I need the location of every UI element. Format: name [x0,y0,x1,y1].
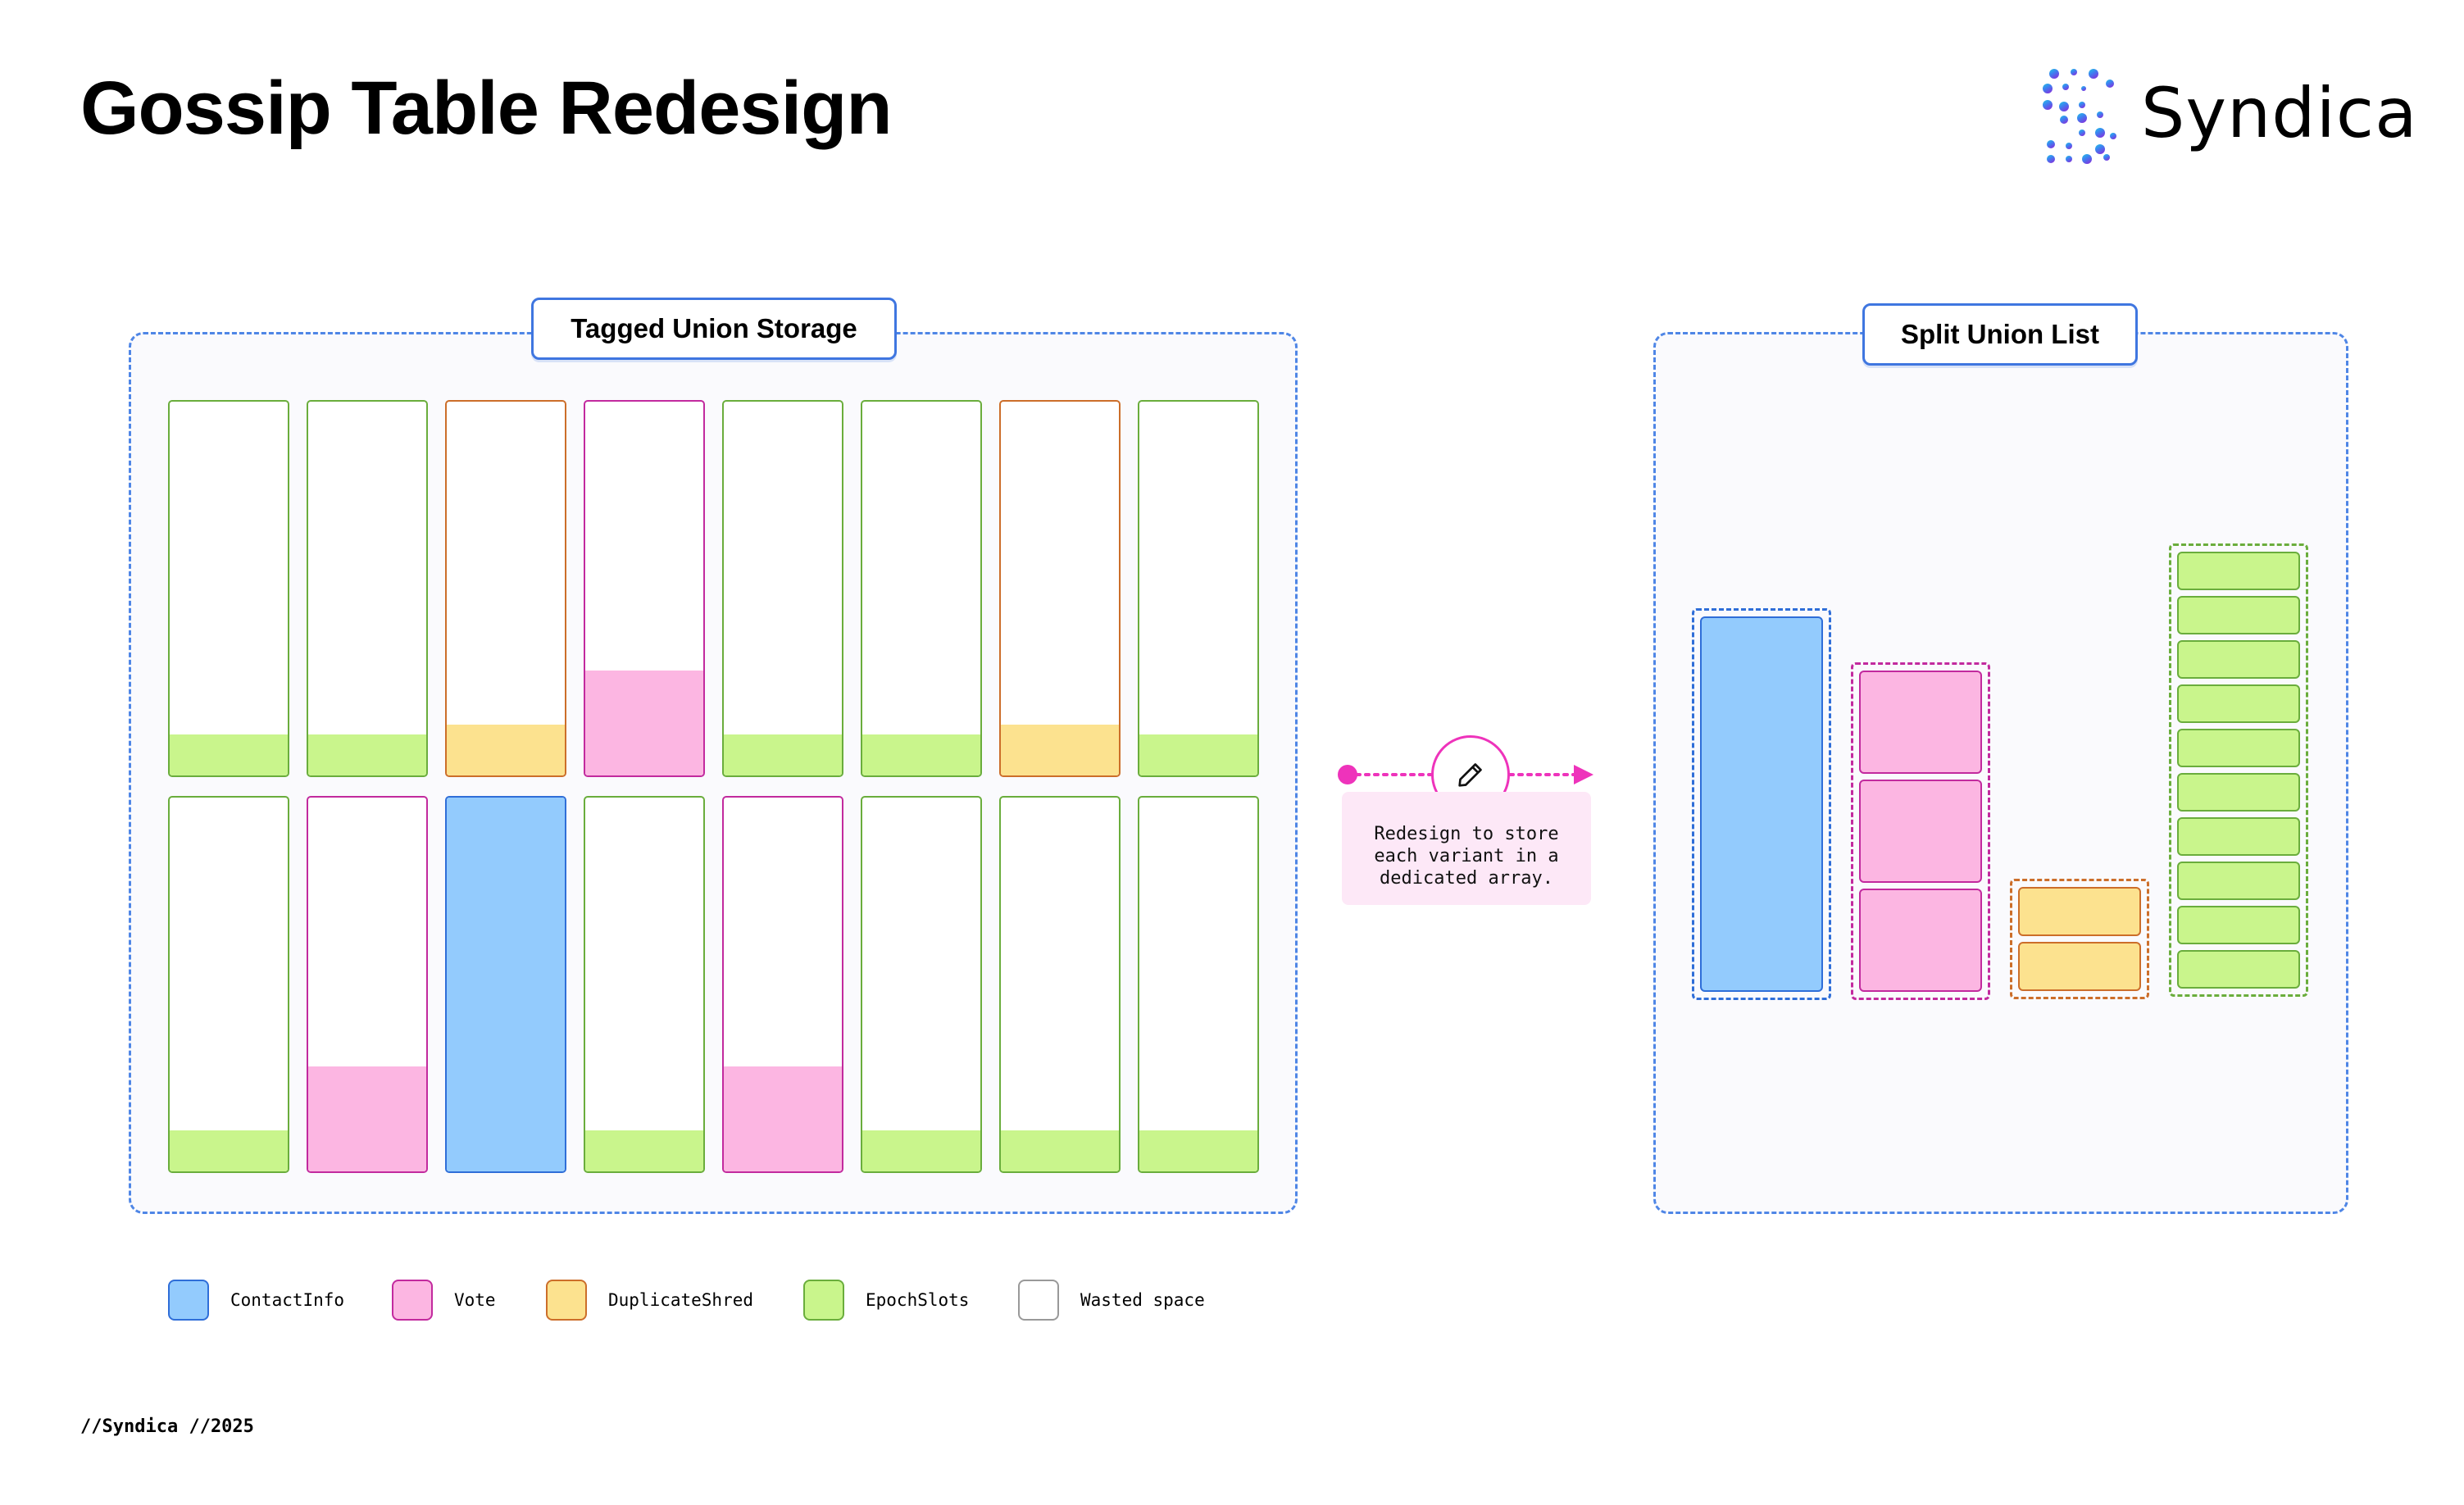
legend-label: Wasted space [1080,1290,1205,1310]
legend-label: EpochSlots [866,1290,970,1310]
union-slot-epochslots [307,400,428,777]
legend-swatch-wasted-space [1018,1280,1059,1321]
union-slot-epochslots [861,796,982,1173]
union-slot-duplicateshred [445,400,566,777]
union-slot-duplicateshred [999,400,1121,777]
redesign-note: Redesign to store each variant in a dedi… [1342,792,1591,905]
array-item-epochslots [2177,729,2300,767]
slot-fill-epochslots [170,734,288,775]
slot-fill-vote [724,1066,842,1171]
array-item-epochslots [2177,950,2300,989]
union-slot-epochslots [168,796,289,1173]
slot-fill-vote [585,671,703,775]
slot-fill-epochslots [1001,1130,1119,1171]
split-union-list-label: Split Union List [1862,303,2138,366]
array-item-duplicateshred [2018,887,2141,936]
array-contactinfo [1692,608,1831,1000]
array-item-vote [1859,889,1982,992]
slot-fill-duplicateshred [447,725,565,775]
array-item-vote [1859,780,1982,883]
legend-item-contactinfo: ContactInfo [168,1280,344,1321]
union-slot-epochslots [168,400,289,777]
union-slot-epochslots [584,796,705,1173]
legend-swatch-vote [392,1280,433,1321]
slot-fill-epochslots [170,1130,288,1171]
slot-fill-epochslots [862,1130,980,1171]
array-item-epochslots [2177,552,2300,590]
array-item-contactinfo [1700,616,1823,992]
union-slot-vote [722,796,843,1173]
legend-swatch-duplicateshred [546,1280,587,1321]
slot-fill-vote [308,1066,426,1171]
legend-swatch-epochslots [803,1280,844,1321]
array-item-vote [1859,671,1982,774]
brand-name: Syndica [2141,73,2418,153]
union-slot-vote [584,400,705,777]
array-item-epochslots [2177,773,2300,812]
slot-fill-epochslots [585,1130,703,1171]
array-epochslots [2169,543,2308,997]
syndica-logo-icon [2043,69,2116,164]
union-slot-epochslots [861,400,982,777]
union-slot-contactinfo [445,796,566,1173]
array-vote [1851,662,1990,1000]
union-slot-epochslots [1138,400,1259,777]
array-item-epochslots [2177,862,2300,900]
slot-fill-epochslots [862,734,980,775]
legend-item-duplicateshred: DuplicateShred [546,1280,753,1321]
tagged-union-storage-label: Tagged Union Storage [531,298,897,360]
legend-label: DuplicateShred [608,1290,754,1310]
legend-item-vote: Vote [392,1280,496,1321]
union-slot-epochslots [1138,796,1259,1173]
union-slot-epochslots [999,796,1121,1173]
slot-fill-epochslots [724,734,842,775]
footer: //Syndica //2025 [80,1416,254,1437]
union-slot-vote [307,796,428,1173]
array-item-duplicateshred [2018,942,2141,991]
array-item-epochslots [2177,640,2300,679]
slot-fill-contactinfo [447,798,565,1171]
legend-item-wasted-space: Wasted space [1018,1280,1205,1321]
slot-fill-duplicateshred [1001,725,1119,775]
array-item-epochslots [2177,906,2300,944]
array-item-epochslots [2177,684,2300,723]
slot-fill-epochslots [308,734,426,775]
tagged-union-storage-panel [129,332,1298,1214]
legend-item-epochslots: EpochSlots [803,1280,969,1321]
legend-label: ContactInfo [230,1290,345,1310]
legend-label: Vote [454,1290,496,1310]
slot-fill-epochslots [1139,734,1257,775]
slot-fill-epochslots [1139,1130,1257,1171]
page-title: Gossip Table Redesign [80,66,893,150]
legend-swatch-contactinfo [168,1280,209,1321]
array-item-epochslots [2177,596,2300,634]
array-item-epochslots [2177,817,2300,856]
array-duplicateshred [2010,879,2149,999]
union-slot-epochslots [722,400,843,777]
